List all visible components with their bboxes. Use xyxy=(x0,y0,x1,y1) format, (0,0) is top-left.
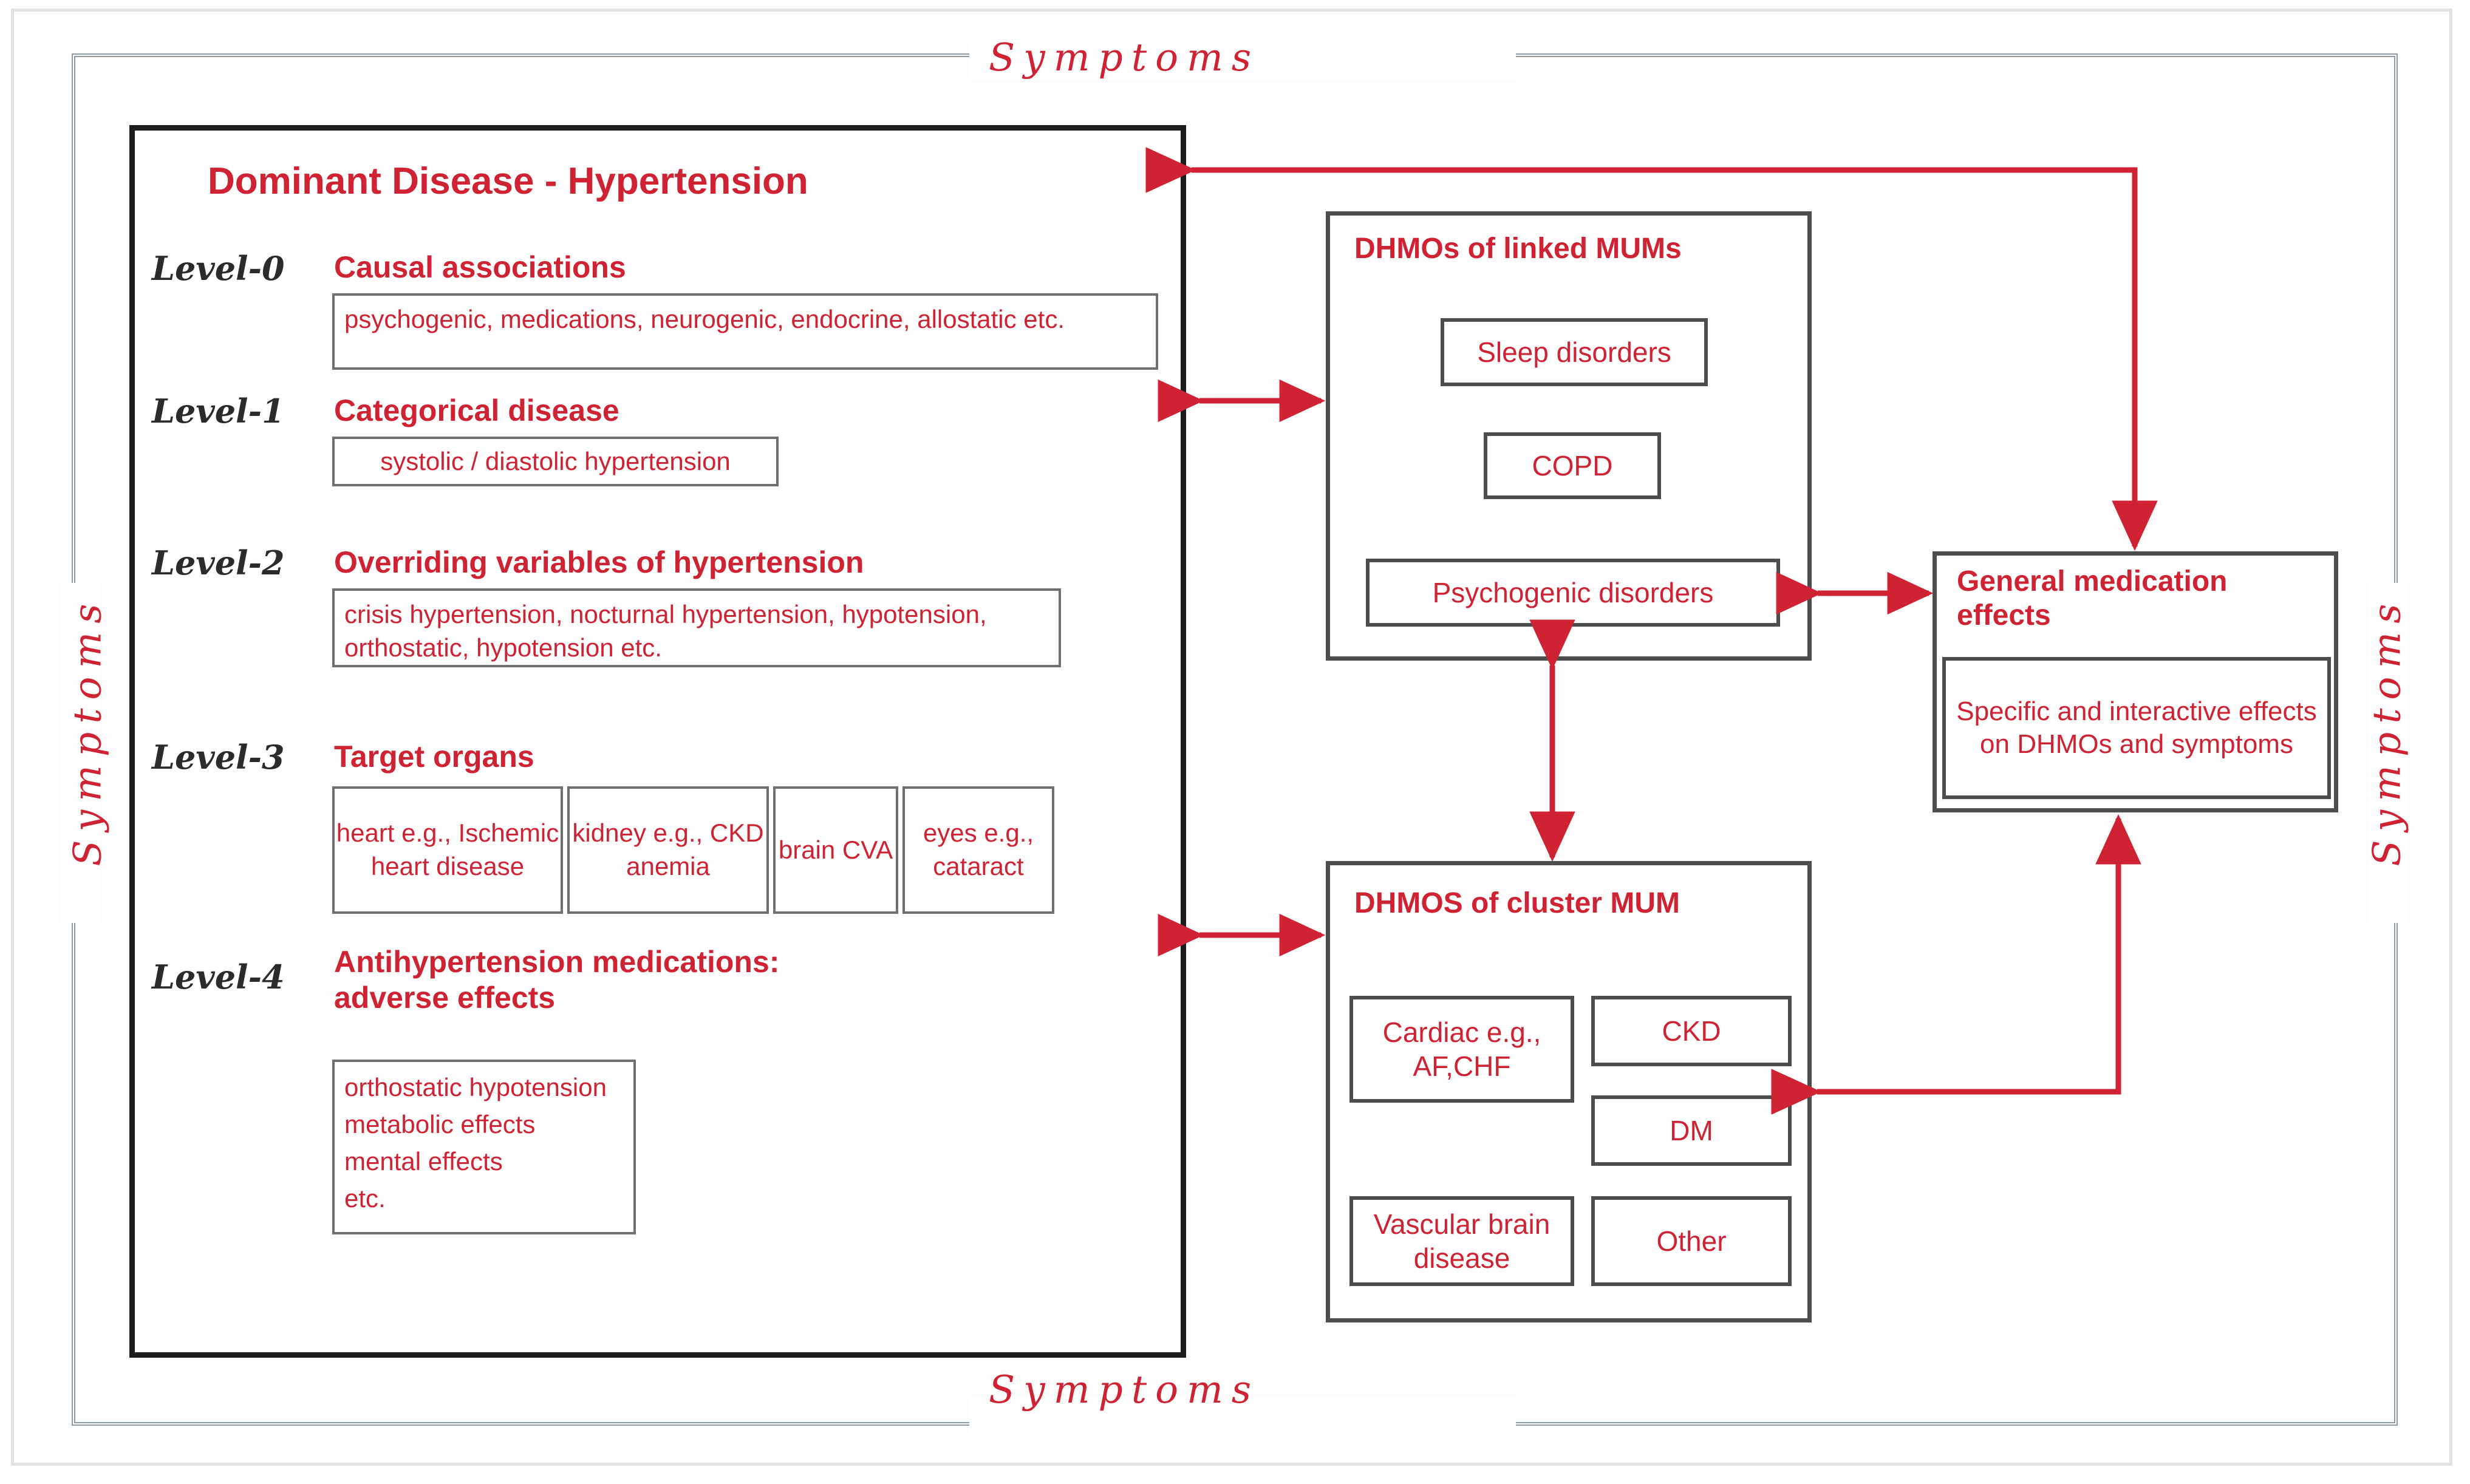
medication-effects-box-text: Specific and interactive effects on DHMO… xyxy=(1956,696,2317,759)
target-organ-brain: brain CVA xyxy=(773,786,898,914)
cluster-mum-dm-label: DM xyxy=(1670,1114,1713,1146)
level-3-tag: Level-3 xyxy=(152,738,285,777)
ring-gap-bottom xyxy=(969,1397,1516,1434)
cluster-mum-cardiac-label: Cardiac e.g., AF,CHF xyxy=(1382,1016,1541,1082)
ring-gap-right xyxy=(2369,583,2407,923)
level-1-box-text: systolic / diastolic hypertension xyxy=(380,446,731,475)
symptoms-label-top: Symptoms xyxy=(989,35,1260,80)
level-0-box-text: psychogenic, medications, neurogenic, en… xyxy=(344,305,1065,333)
medication-effects-title: General medication effects xyxy=(1957,565,2228,631)
cluster-mum-dm: DM xyxy=(1591,1095,1792,1166)
page-title: Dominant Disease - Hypertension xyxy=(208,160,808,202)
symptoms-label-left: Symptoms xyxy=(65,595,110,866)
level-1-heading: Categorical disease xyxy=(334,393,619,427)
ring-gap-left xyxy=(61,583,100,923)
level-2-tag: Level-2 xyxy=(152,543,285,582)
cluster-mum-cardiac: Cardiac e.g., AF,CHF xyxy=(1349,996,1574,1103)
level-4-heading: Antihypertension medications: adverse ef… xyxy=(334,945,780,1015)
adverse-effect-item: etc. xyxy=(344,1183,386,1213)
adverse-effect-item: metabolic effects xyxy=(344,1109,536,1139)
level-0-tag: Level-0 xyxy=(152,249,285,288)
linked-mum-psychogenic-disorders: Psychogenic disorders xyxy=(1366,559,1780,627)
target-organ-kidney-text: kidney e.g., CKD anemia xyxy=(572,819,764,880)
ring-gap-top xyxy=(969,43,1516,80)
cluster-mum-title: DHMOS of cluster MUM xyxy=(1354,887,1680,919)
level-0-box: psychogenic, medications, neurogenic, en… xyxy=(332,293,1158,370)
level-4-tag: Level-4 xyxy=(152,958,285,996)
target-organ-heart-text: heart e.g., Ischemic heart disease xyxy=(336,819,559,880)
symptoms-label-bottom: Symptoms xyxy=(989,1367,1260,1412)
linked-mum-sleep-disorders: Sleep disorders xyxy=(1441,318,1708,386)
cluster-mum-vascular-brain-disease: Vascular brain disease xyxy=(1349,1196,1574,1286)
linked-mum-copd: COPD xyxy=(1484,432,1661,499)
level-2-box: crisis hypertension, nocturnal hypertens… xyxy=(332,588,1061,667)
target-organ-brain-text: brain CVA xyxy=(778,835,893,864)
cluster-mum-ckd-label: CKD xyxy=(1662,1015,1721,1047)
linked-mum-sleep-disorders-label: Sleep disorders xyxy=(1477,336,1671,368)
level-2-box-text: crisis hypertension, nocturnal hypertens… xyxy=(344,600,987,662)
level-0-heading: Causal associations xyxy=(334,250,626,284)
target-organ-eyes-text: eyes e.g., cataract xyxy=(923,819,1034,880)
target-organ-heart: heart e.g., Ischemic heart disease xyxy=(332,786,563,914)
adverse-effect-item: mental effects xyxy=(344,1146,503,1176)
cluster-mum-other-label: Other xyxy=(1656,1225,1727,1257)
symptoms-label-right: Symptoms xyxy=(2364,595,2409,866)
medication-effects-box: Specific and interactive effects on DHMO… xyxy=(1942,657,2331,799)
level-3-heading: Target organs xyxy=(334,740,534,774)
target-organ-kidney: kidney e.g., CKD anemia xyxy=(567,786,769,914)
adverse-effects-box: orthostatic hypotension metabolic effect… xyxy=(332,1060,636,1234)
target-organ-eyes: eyes e.g., cataract xyxy=(902,786,1054,914)
level-1-box: systolic / diastolic hypertension xyxy=(332,437,779,486)
level-1-tag: Level-1 xyxy=(152,392,285,431)
linked-mum-copd-label: COPD xyxy=(1532,449,1613,482)
adverse-effect-item: orthostatic hypotension xyxy=(344,1073,607,1101)
cluster-mum-ckd: CKD xyxy=(1591,996,1792,1066)
linked-mums-title: DHMOs of linked MUMs xyxy=(1354,233,1682,265)
linked-mum-psychogenic-disorders-label: Psychogenic disorders xyxy=(1432,576,1714,608)
cluster-mum-other: Other xyxy=(1591,1196,1792,1286)
level-2-heading: Overriding variables of hypertension xyxy=(334,545,864,579)
dominant-disease-panel: Dominant Disease - Hypertension Level-0 … xyxy=(129,125,1186,1358)
cluster-mum-vascular-brain-disease-label: Vascular brain disease xyxy=(1373,1208,1551,1274)
